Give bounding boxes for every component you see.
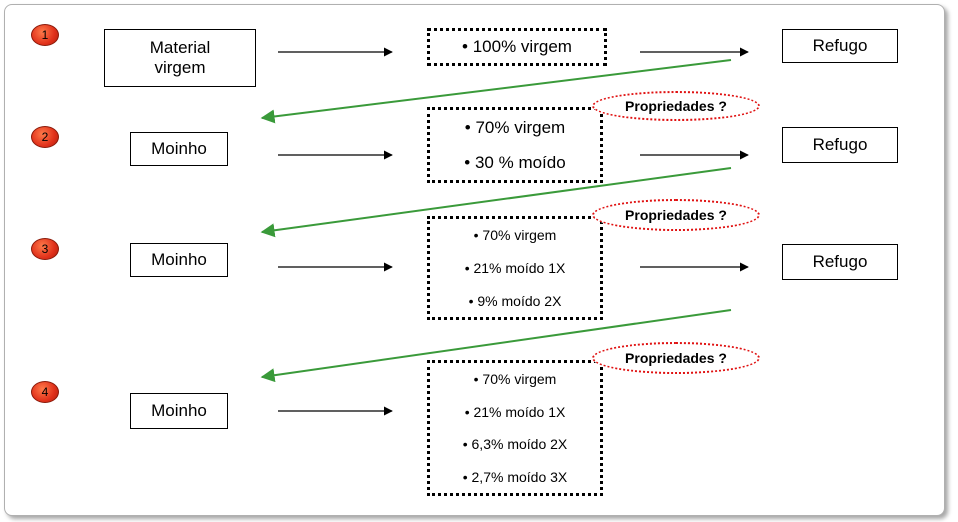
mixture-item: • 70% virgem: [464, 117, 566, 137]
mixture-item: • 100% virgem: [462, 37, 572, 56]
step-number: 3: [41, 242, 49, 256]
source-box-3: Moinho: [130, 243, 228, 277]
properties-question-3: Propriedades ?: [592, 342, 760, 374]
source-box-4: Moinho: [130, 393, 228, 429]
step-number: 2: [41, 130, 49, 144]
properties-question-2: Propriedades ?: [592, 199, 760, 231]
step-badge-1: 1: [31, 24, 59, 46]
output-box-3: Refugo: [782, 244, 898, 280]
output-box-2: Refugo: [782, 127, 898, 163]
mixture-box-3: • 70% virgem • 21% moído 1X • 9% moído 2…: [427, 216, 603, 320]
mixture-item: • 2,7% moído 3X: [462, 468, 568, 485]
mixture-item: • 70% virgem: [473, 227, 557, 244]
step-badge-2: 2: [31, 126, 59, 148]
step-number: 1: [41, 28, 49, 42]
recycle-arrow-1: [260, 59, 732, 124]
step-number: 4: [41, 385, 49, 399]
mixture-item: • 21% moído 1X: [464, 259, 566, 276]
mixture-item: • 21% moído 1X: [464, 403, 566, 420]
step-badge-3: 3: [31, 238, 59, 260]
source-box-2: Moinho: [130, 132, 228, 166]
output-box-1: Refugo: [782, 29, 898, 63]
mixture-item: • 6,3% moído 2X: [462, 436, 568, 453]
mixture-box-4: • 70% virgem • 21% moído 1X • 6,3% moído…: [427, 360, 603, 496]
properties-question-1: Propriedades ?: [592, 91, 760, 121]
mixture-item: • 70% virgem: [473, 371, 557, 388]
recycle-arrow-3: [260, 309, 732, 383]
mixture-box-2: • 70% virgem • 30 % moído: [427, 107, 603, 183]
mixture-box-1: • 100% virgem: [427, 28, 607, 66]
mixture-item: • 30 % moído: [464, 152, 566, 172]
recycle-arrow-2: [260, 167, 732, 238]
mixture-item: • 9% moído 2X: [468, 292, 562, 309]
source-box-1: Material virgem: [104, 29, 256, 87]
step-badge-4: 4: [31, 381, 59, 403]
